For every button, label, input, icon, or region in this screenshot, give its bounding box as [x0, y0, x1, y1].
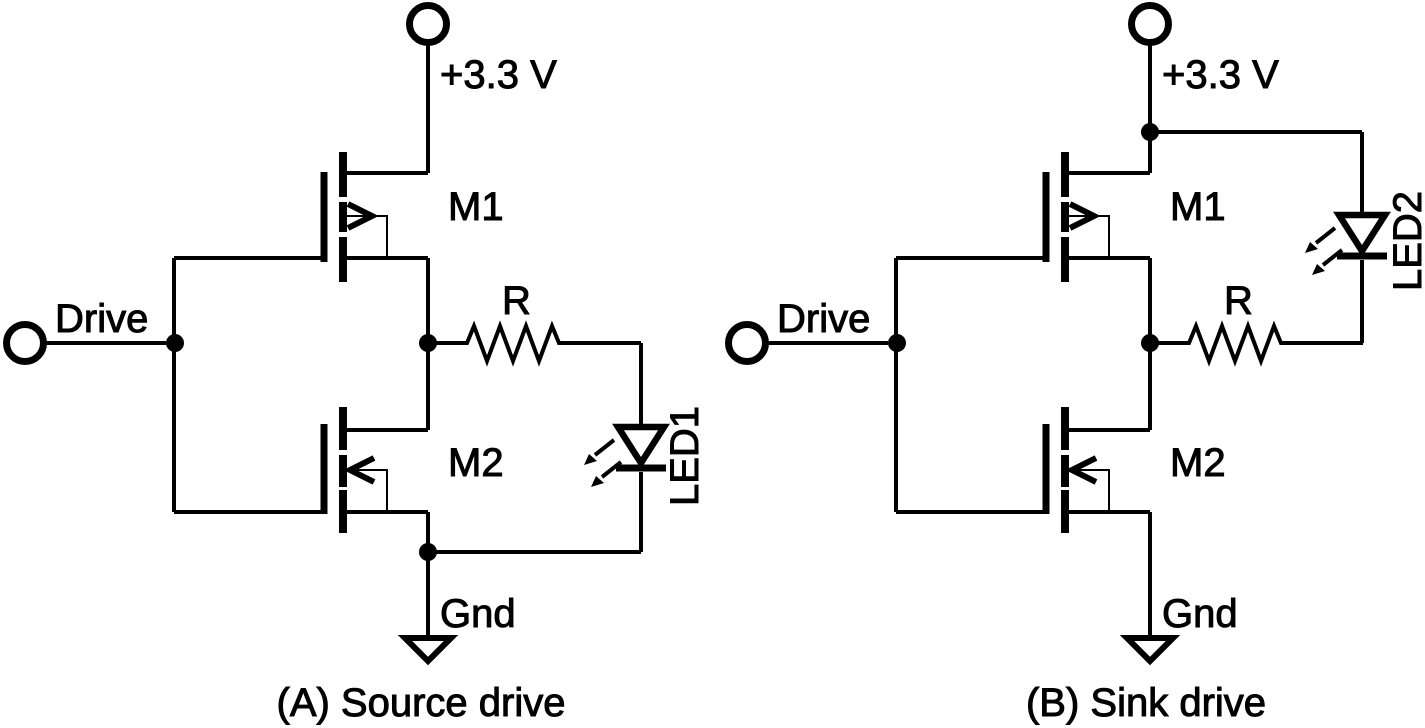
supply-label: +3.3 V — [1162, 53, 1279, 97]
led2-symbol — [1305, 215, 1387, 275]
m2-label: M2 — [448, 441, 504, 485]
m1-label: M1 — [448, 185, 504, 229]
resistor-label: R — [502, 279, 531, 323]
panel-b: +3.3 V Drive M1 M2 R LED2 Gnd (B) Sink d… — [729, 6, 1425, 726]
drive-label: Drive — [55, 297, 148, 341]
led1-label: LED1 — [663, 406, 707, 506]
panel-a-caption: (A) Source drive — [277, 681, 566, 725]
led1-symbol — [584, 427, 666, 487]
panel-b-caption: (B) Sink drive — [1026, 681, 1266, 725]
supply-label: +3.3 V — [440, 53, 557, 97]
m1-label: M1 — [1170, 185, 1226, 229]
resistor-label: R — [1224, 279, 1253, 323]
ground-label: Gnd — [1162, 592, 1238, 636]
bottom-junction-dot — [419, 543, 437, 561]
m2-label: M2 — [1170, 441, 1226, 485]
drive-label: Drive — [777, 297, 870, 341]
led2-label: LED2 — [1386, 191, 1425, 291]
panel-a: +3.3 V Drive M1 M2 R LED1 Gnd (A) Source… — [7, 6, 708, 726]
ground-label: Gnd — [440, 592, 516, 636]
